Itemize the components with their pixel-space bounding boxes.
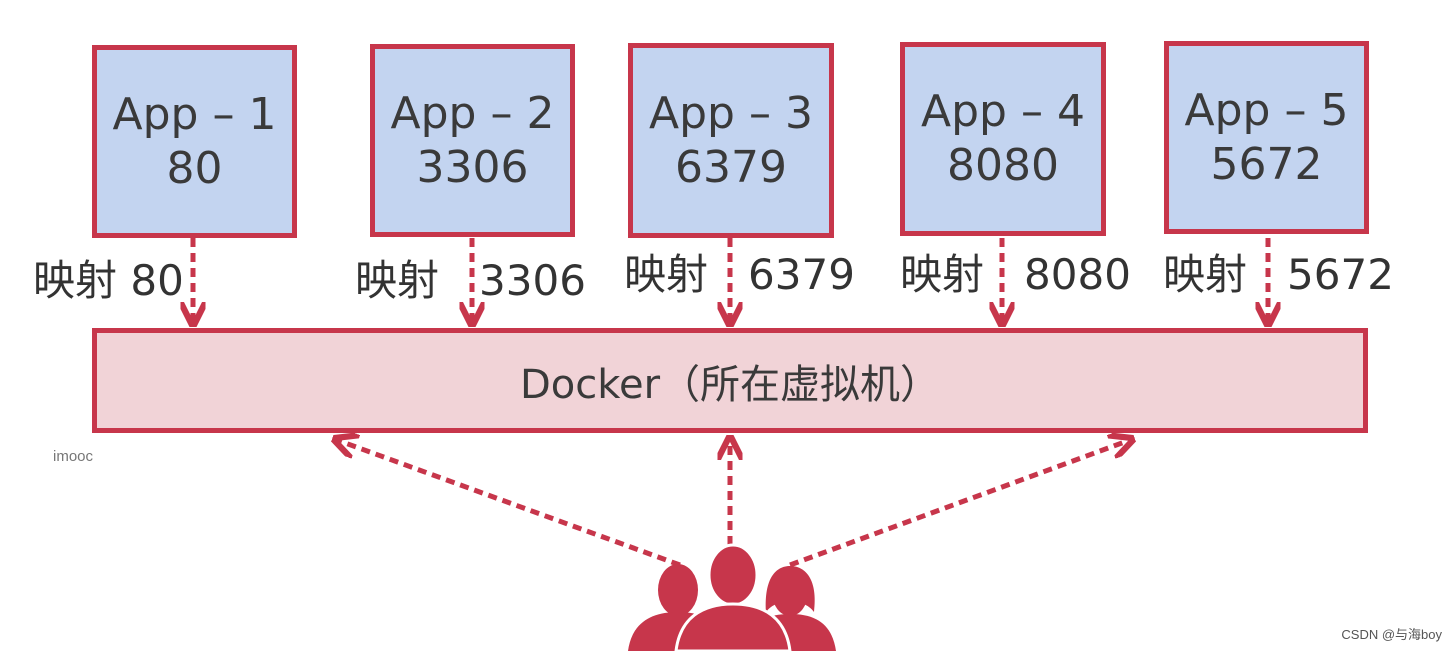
app-port: 8080 xyxy=(947,140,1059,191)
arrow-users-to-docker-left xyxy=(337,440,681,568)
docker-label: Docker（所在虚拟机） xyxy=(519,361,941,408)
app-name: App – 3 xyxy=(649,87,813,139)
users-icon xyxy=(628,543,836,651)
app-box-2: App – 2 3306 xyxy=(370,44,575,237)
mapping-label-3: 映射 6379 xyxy=(624,250,855,299)
mapping-label-4: 映射 8080 xyxy=(900,250,1131,299)
app-port: 5672 xyxy=(1210,138,1323,190)
app-name: App – 4 xyxy=(921,86,1085,137)
app-box-3: App – 3 6379 xyxy=(628,43,834,238)
app-port: 80 xyxy=(166,142,223,194)
app-box-4: App – 4 8080 xyxy=(900,42,1106,236)
app-name: App – 2 xyxy=(390,87,555,139)
app-box-5: App – 5 5672 xyxy=(1164,41,1369,234)
credit-text: CSDN @与海boy xyxy=(1341,627,1442,642)
mapping-label-5: 映射 5672 xyxy=(1163,250,1394,299)
app-name: App – 5 xyxy=(1184,84,1349,136)
docker-host-box: Docker（所在虚拟机） xyxy=(92,328,1368,433)
mapping-label-1: 映射 80 xyxy=(33,256,184,305)
watermark-text: imooc xyxy=(53,448,94,465)
app-port: 3306 xyxy=(416,141,529,193)
app-port: 6379 xyxy=(675,141,787,193)
app-name: App – 1 xyxy=(112,88,277,140)
app-box-1: App – 1 80 xyxy=(92,45,297,238)
mapping-label-2: 映射 3306 xyxy=(355,256,586,305)
arrow-users-to-docker-right xyxy=(789,440,1130,568)
